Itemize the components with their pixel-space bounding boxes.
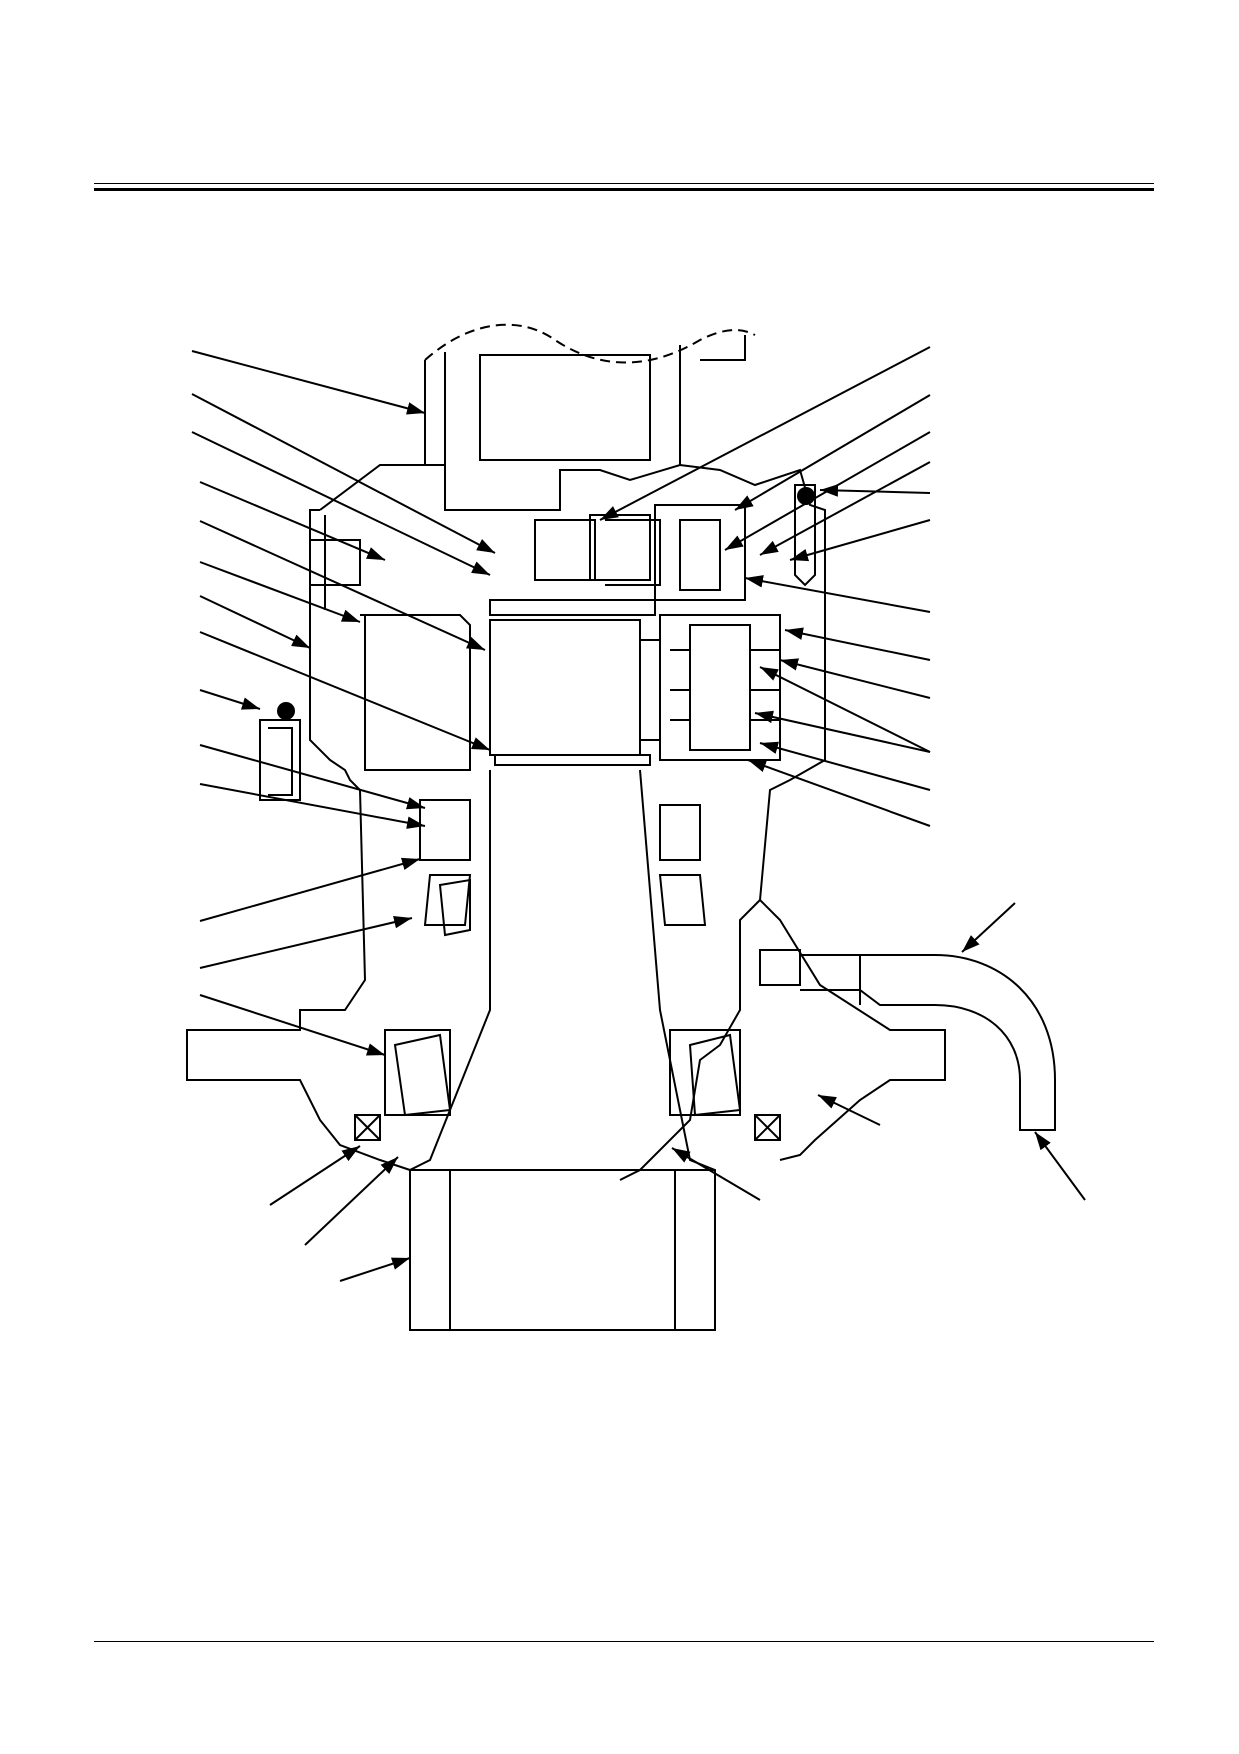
upper-gear bbox=[654, 504, 746, 601]
leader-r13 bbox=[747, 759, 931, 827]
header-rule-thin bbox=[94, 183, 1154, 184]
leader-l4 bbox=[199, 481, 386, 561]
seal-right bbox=[754, 1114, 781, 1141]
footer-rule bbox=[94, 1641, 1154, 1642]
leader-r1 bbox=[599, 346, 931, 521]
leader-r15 bbox=[817, 1094, 881, 1126]
leader-l17 bbox=[339, 1257, 411, 1282]
leader-r12 bbox=[759, 741, 931, 791]
leader-r17 bbox=[671, 1147, 761, 1201]
housing-right-profile bbox=[319, 463, 826, 1181]
bolt-head-left bbox=[277, 702, 295, 720]
leader-r10 bbox=[759, 666, 931, 753]
leader-l10 bbox=[199, 744, 426, 810]
leader-r7 bbox=[744, 575, 931, 613]
pipe-fitting bbox=[759, 949, 801, 986]
bolt-left bbox=[259, 719, 301, 801]
planet-carrier-left bbox=[360, 614, 471, 771]
seal-left bbox=[354, 1114, 381, 1141]
leader-l15 bbox=[269, 1145, 361, 1206]
upper-right-bearing-race bbox=[659, 804, 701, 861]
leader-l5 bbox=[199, 520, 486, 651]
lower-right-bearing bbox=[669, 1029, 741, 1116]
leader-l1 bbox=[191, 350, 426, 415]
leader-r5 bbox=[819, 484, 931, 497]
leader-l16 bbox=[304, 1156, 399, 1246]
shaft-recess bbox=[479, 354, 651, 461]
leader-r11 bbox=[754, 710, 931, 753]
lower-left-bearing bbox=[384, 1029, 451, 1116]
leader-l8 bbox=[199, 631, 491, 751]
gear-base-plate bbox=[494, 754, 651, 766]
leader-r16 bbox=[1034, 1131, 1086, 1201]
leader-l14 bbox=[199, 994, 386, 1056]
leader-l11 bbox=[199, 783, 426, 829]
leader-r6 bbox=[789, 519, 931, 562]
central-shaft bbox=[409, 769, 716, 1331]
leader-r8 bbox=[784, 627, 931, 661]
housing-left-profile bbox=[186, 509, 411, 1171]
shaft-right-edge bbox=[700, 335, 746, 361]
leader-l6 bbox=[199, 561, 361, 623]
leader-l12 bbox=[199, 857, 421, 922]
leader-r4 bbox=[759, 461, 931, 556]
upper-ring bbox=[589, 514, 651, 581]
leader-r9 bbox=[779, 658, 931, 699]
leader-l2 bbox=[191, 393, 496, 554]
left-leaders bbox=[191, 350, 496, 1282]
pipe bbox=[800, 954, 1056, 1131]
leader-l9 bbox=[199, 689, 261, 710]
leader-l3 bbox=[191, 431, 491, 576]
leader-r14 bbox=[961, 902, 1016, 953]
header-rule-thick bbox=[94, 188, 1154, 191]
right-leaders bbox=[599, 346, 1086, 1201]
leader-l7 bbox=[199, 595, 311, 649]
break-line bbox=[424, 323, 756, 364]
housing-right-flange bbox=[759, 899, 946, 1161]
leader-r2 bbox=[734, 394, 931, 511]
upper-left-bearing-race bbox=[419, 799, 471, 861]
leader-l13 bbox=[199, 916, 413, 969]
